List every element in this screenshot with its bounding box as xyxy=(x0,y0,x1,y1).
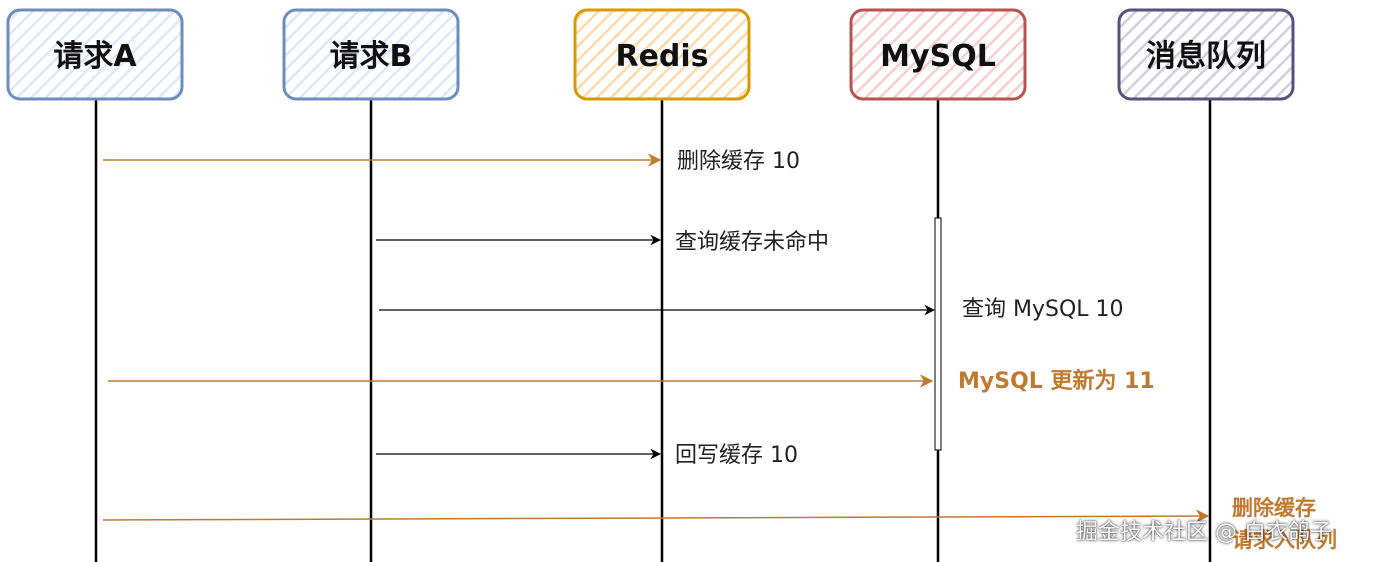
lifelines xyxy=(94,99,1212,562)
participant-mq: 消息队列 xyxy=(1117,8,1295,101)
message-1: 删除缓存 10 xyxy=(103,149,800,174)
message-2: 查询缓存未命中 xyxy=(376,230,829,255)
participant-redis: Redis xyxy=(573,8,751,101)
participant-label-mq: 消息队列 xyxy=(1146,39,1266,74)
mysql-activation-bar xyxy=(934,217,942,451)
watermark: 掘金技术社区 @ 白衣鸽子 xyxy=(1076,520,1332,545)
message-5: 回写缓存 10 xyxy=(376,443,798,468)
message-label: 回写缓存 10 xyxy=(675,443,798,468)
participant-label-req-a: 请求A xyxy=(53,39,137,74)
participant-req-b: 请求B xyxy=(282,8,460,101)
message-label-line2: 请求入队列 xyxy=(1232,528,1337,552)
participant-label-redis: Redis xyxy=(615,39,708,74)
participant-label-mysql: MySQL xyxy=(880,39,996,74)
participant-req-a: 请求A xyxy=(6,8,184,101)
message-label: 删除缓存 10 xyxy=(677,149,800,174)
message-label: 查询 MySQL 10 xyxy=(962,297,1124,322)
message-label: 查询缓存未命中 xyxy=(675,230,829,255)
participant-mysql: MySQL xyxy=(849,8,1027,101)
message-6: 删除缓存 请求入队列 xyxy=(102,496,1337,552)
participant-label-req-b: 请求B xyxy=(330,39,413,74)
message-label: 删除缓存 xyxy=(1232,496,1316,520)
message-4: MySQL 更新为 11 xyxy=(108,368,1155,394)
message-label: MySQL 更新为 11 xyxy=(958,368,1155,394)
message-3: 查询 MySQL 10 xyxy=(379,297,1124,322)
message-arrow xyxy=(102,509,1210,523)
